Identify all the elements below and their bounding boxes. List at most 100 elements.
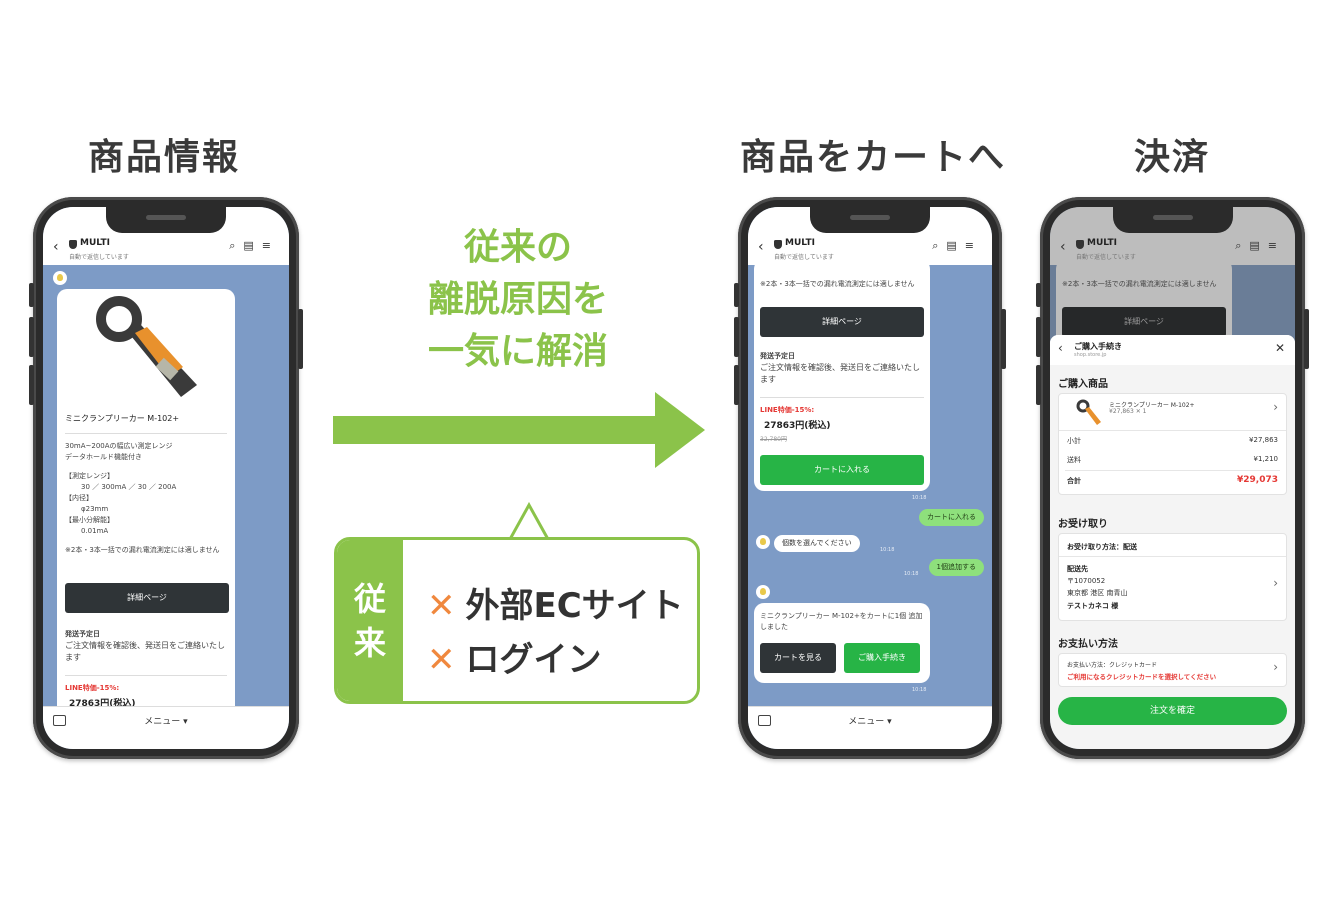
clamp-meter-image [96, 296, 197, 397]
menu-toggle[interactable]: メニュー ▾ [144, 717, 188, 727]
product-thumbnail [1076, 399, 1101, 425]
chat-menu-bar: メニュー ▾ [748, 706, 992, 749]
ship-text: ご注文情報を確認後、発送日をご連絡いたします [760, 363, 920, 384]
back-chevron-icon: ‹ [1060, 239, 1066, 255]
dimmed-product-card: ※2本・3本一括での漏れ電流測定には適しません 詳細ページ [1056, 259, 1232, 349]
heading-product-info: 商品情報 [88, 137, 241, 178]
receive-panel[interactable]: お受け取り方法：配送 配送先 〒1070052 東京都 港区 南青山 テストカネ… [1058, 533, 1287, 621]
account-name: MULTI [785, 238, 815, 248]
confirm-order-button[interactable]: 注文を確定 [1058, 697, 1287, 725]
close-icon[interactable]: ✕ [1274, 341, 1285, 355]
items-section-title: ご購入商品 [1058, 379, 1108, 390]
checkout-button[interactable]: ご購入手続き [844, 643, 920, 673]
checkout-sheet: ‹ ご購入手続き shop.store.jp ✕ ご購入商品 ミニクランプリーカ… [1050, 335, 1295, 749]
detail-page-button[interactable]: 詳細ページ [760, 307, 924, 337]
phone-screen: ‹ MULTI 自動で返信しています ⌕▤≡ ミニクランプリーカー M-102+… [43, 207, 289, 749]
shield-icon [774, 240, 782, 249]
phone-screen: ‹ MULTI 自動で返信しています ⌕▤≡ ※2本・3本一括での漏れ電流測定に… [748, 207, 992, 749]
menu-toggle[interactable]: メニュー ▾ [848, 717, 892, 727]
bot-message-quantity: 個数を選んでください [774, 535, 860, 552]
legacy-item-external-ec: ✕外部ECサイト [427, 578, 684, 627]
item-name: ミニクランプリーカー M-102+ [1109, 402, 1195, 409]
payment-method: お支払い方法：クレジットカード [1067, 662, 1158, 669]
user-message-quantity: 1個追加する [928, 559, 984, 576]
receive-section-title: お受け取り [1058, 519, 1108, 530]
account-status: 自動で返信しています [69, 254, 129, 261]
legacy-label: 従 来 [337, 540, 403, 701]
payment-panel[interactable]: お支払い方法：クレジットカード ご利用になるクレジットカードを選択してください … [1058, 653, 1287, 687]
heading-payment: 決済 [1134, 137, 1211, 178]
cart-added-message: ミニクランプリーカー M-102+をカートに1個 追加しました [760, 612, 923, 631]
view-cart-button[interactable]: カートを見る [760, 643, 836, 673]
recipient: テストカネコ 様 [1067, 602, 1119, 610]
tagline-line-2: 離脱原因を [427, 279, 608, 320]
header-icons[interactable]: ⌕▤≡ [932, 239, 982, 252]
checkout-header: ‹ ご購入手続き shop.store.jp ✕ [1050, 335, 1295, 365]
legacy-box-frame: 従 来 ✕外部ECサイト ✕ログイン [334, 537, 700, 704]
account-status: 自動で返信しています [1076, 254, 1136, 261]
tagline: 従来の 離脱原因を 一気に解消 [398, 222, 638, 378]
tagline-line-3: 一気に解消 [427, 331, 608, 372]
phone-product-info: ‹ MULTI 自動で返信しています ⌕▤≡ ミニクランプリーカー M-102+… [29, 197, 303, 759]
keyboard-icon[interactable] [53, 715, 66, 726]
product-note: ※2本・3本一括での漏れ電流測定には適しません [760, 280, 915, 288]
account-status: 自動で返信しています [774, 254, 834, 261]
add-to-cart-button[interactable]: カートに入れる [760, 455, 924, 485]
back-chevron-icon[interactable]: ‹ [1058, 341, 1063, 355]
line-discount-label: LINE特価-15%: [65, 684, 120, 692]
cart-added-card: ミニクランプリーカー M-102+をカートに1個 追加しました カートを見る ご… [754, 603, 930, 683]
legacy-label-1: 従 [353, 579, 386, 618]
keyboard-icon[interactable] [758, 715, 771, 726]
detail-page-button: 詳細ページ [1062, 307, 1226, 337]
phone-screen: ‹ MULTI 自動で返信しています ⌕▤≡ ※2本・3本一括での漏れ電流測定に… [1050, 207, 1295, 749]
total-row: 合計¥29,073 [1067, 475, 1278, 485]
items-panel: ミニクランプリーカー M-102+ ¥27,863 ✕ 1 › 小計¥27,86… [1058, 393, 1287, 495]
bot-avatar [756, 535, 770, 549]
back-chevron-icon[interactable]: ‹ [758, 239, 764, 255]
account-name: MULTI [80, 238, 110, 248]
ship-label: 発送予定日 [760, 352, 795, 360]
timestamp: 10:18 [904, 571, 919, 577]
legacy-problems-box: 従 来 ✕外部ECサイト ✕ログイン [334, 502, 700, 704]
line-discount-label: LINE特価-15%: [760, 406, 815, 414]
bot-avatar [53, 271, 67, 285]
original-price: 32,780円 [760, 436, 787, 443]
checkout-domain: shop.store.jp [1074, 352, 1107, 358]
ship-text: ご注文情報を確認後、発送日をご連絡いたします [65, 641, 225, 662]
legacy-item-login: ✕ログイン [427, 632, 602, 681]
address: 東京都 港区 南青山 [1067, 589, 1128, 597]
heading-add-to-cart: 商品をカートへ [740, 137, 1007, 178]
shield-icon [69, 240, 77, 249]
product-card: ミニクランプリーカー M-102+ 30mA~200Aの幅広い測定レンジ データ… [57, 289, 235, 709]
phone-add-to-cart: ‹ MULTI 自動で返信しています ⌕▤≡ ※2本・3本一括での漏れ電流測定に… [734, 197, 1006, 759]
detail-page-button[interactable]: 詳細ページ [65, 583, 229, 613]
header-icons[interactable]: ⌕▤≡ [229, 239, 279, 252]
product-price: 27863円(税込) [69, 699, 136, 709]
phone-checkout: ‹ MULTI 自動で返信しています ⌕▤≡ ※2本・3本一括での漏れ電流測定に… [1036, 197, 1309, 759]
subtotal-row: 小計¥27,863 [1067, 436, 1278, 445]
chat-menu-bar: メニュー ▾ [43, 706, 289, 749]
back-chevron-icon[interactable]: ‹ [53, 239, 59, 255]
product-name: ミニクランプリーカー M-102+ [65, 414, 180, 423]
receive-method: お受け取り方法：配送 [1067, 543, 1137, 551]
legacy-item-label: 外部ECサイト [465, 586, 684, 626]
chat-header: ‹ MULTI 自動で返信しています ⌕▤≡ [43, 207, 289, 265]
legacy-label-2: 来 [353, 623, 386, 662]
chevron-right-icon[interactable]: › [1273, 400, 1278, 414]
tagline-line-1: 従来の [463, 227, 572, 268]
user-message-add-cart: カートに入れる [919, 509, 984, 526]
product-note: ※2本・3本一括での漏れ電流測定には適しません [1062, 280, 1217, 288]
ship-label: 発送予定日 [65, 630, 100, 638]
chevron-right-icon[interactable]: › [1273, 576, 1278, 590]
legacy-item-label: ログイン [465, 640, 602, 680]
destination-label: 配送先 [1067, 565, 1088, 573]
item-price-qty: ¥27,863 ✕ 1 [1109, 408, 1147, 415]
payment-warning: ご利用になるクレジットカードを選択してください [1067, 673, 1217, 681]
product-price: 27863円(税込) [764, 421, 831, 431]
chevron-right-icon[interactable]: › [1273, 660, 1278, 674]
right-arrow-icon [333, 392, 705, 468]
checkout-title: ご購入手続き [1074, 342, 1122, 351]
cross-mark-icon: ✕ [427, 586, 456, 626]
bot-avatar [756, 585, 770, 599]
payment-section-title: お支払い方法 [1058, 639, 1118, 650]
